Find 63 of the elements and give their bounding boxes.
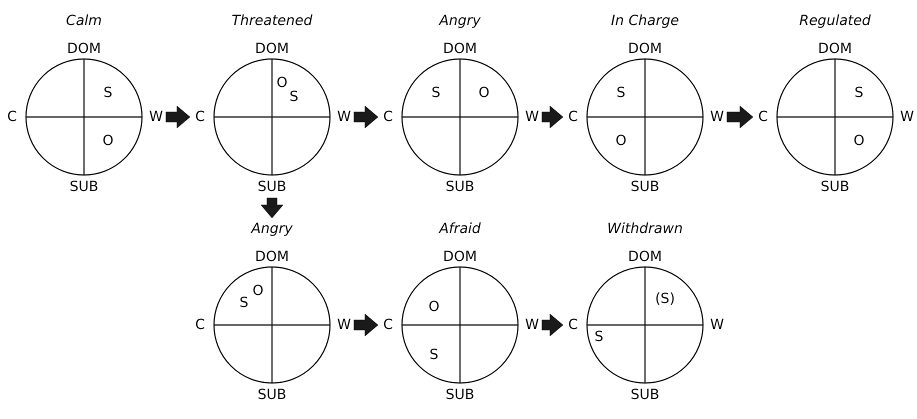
position-letter: O (252, 283, 264, 299)
arrow (542, 314, 564, 336)
axis-label: C (195, 109, 205, 125)
position-letter: S (594, 329, 604, 345)
axis-label: SUB (446, 179, 474, 195)
axis-label: SUB (630, 387, 660, 403)
axis-label: SUB (70, 179, 98, 195)
position-letter: S (240, 295, 248, 311)
axis-label: W (337, 317, 351, 333)
axis-label: C (568, 317, 578, 333)
axis-label: DOM (443, 249, 477, 265)
axis-label: C (758, 109, 768, 125)
axis-label: W (149, 109, 163, 125)
arrow (354, 314, 378, 336)
position-letter: S (432, 85, 440, 101)
axis-label: W (337, 109, 351, 125)
axis-label: W (900, 109, 914, 125)
position-letter: S (616, 85, 626, 101)
position-letter: O (276, 75, 288, 91)
axis-label: DOM (255, 249, 289, 265)
state-title: Threatened (232, 13, 312, 29)
state-title: Withdrawn (607, 221, 683, 237)
axis-label: DOM (628, 249, 662, 265)
axis-label: DOM (443, 41, 477, 57)
axis-label: SUB (258, 179, 286, 195)
position-letter: S (854, 85, 864, 101)
arrow (354, 106, 378, 128)
position-letter: O (428, 299, 440, 315)
axis-label: DOM (818, 41, 852, 57)
axis-label: C (195, 317, 205, 333)
axis-label: C (568, 109, 578, 125)
arrow (260, 198, 284, 218)
position-letter: S (430, 347, 438, 363)
state-title: Angry (439, 13, 481, 29)
arrow (542, 106, 564, 128)
state-title: Regulated (799, 13, 871, 29)
axis-label: W (525, 317, 539, 333)
axis-label: SUB (258, 387, 286, 403)
position-letter: (S) (655, 291, 675, 307)
state-title: Angry (251, 221, 293, 237)
position-letter: S (104, 85, 112, 101)
position-letter: O (478, 85, 490, 101)
axis-label: DOM (255, 41, 289, 57)
state-title: In Charge (611, 13, 679, 29)
axis-label: C (383, 109, 393, 125)
arrow (726, 106, 754, 128)
position-letter: O (853, 133, 865, 149)
arrow (166, 106, 190, 128)
axis-label: C (383, 317, 393, 333)
axis-label: W (710, 317, 724, 333)
position-letter: O (102, 133, 114, 149)
axis-label: W (525, 109, 539, 125)
position-letter: O (615, 133, 627, 149)
state-title: Calm (66, 13, 102, 29)
axis-label: DOM (628, 41, 662, 57)
axis-label: SUB (446, 387, 474, 403)
axis-label: W (710, 109, 724, 125)
axis-label: C (7, 109, 17, 125)
axis-label: SUB (630, 179, 660, 195)
axis-label: SUB (820, 179, 850, 195)
state-title: Afraid (439, 221, 481, 237)
axis-label: DOM (67, 41, 101, 57)
position-letter: S (290, 89, 298, 105)
